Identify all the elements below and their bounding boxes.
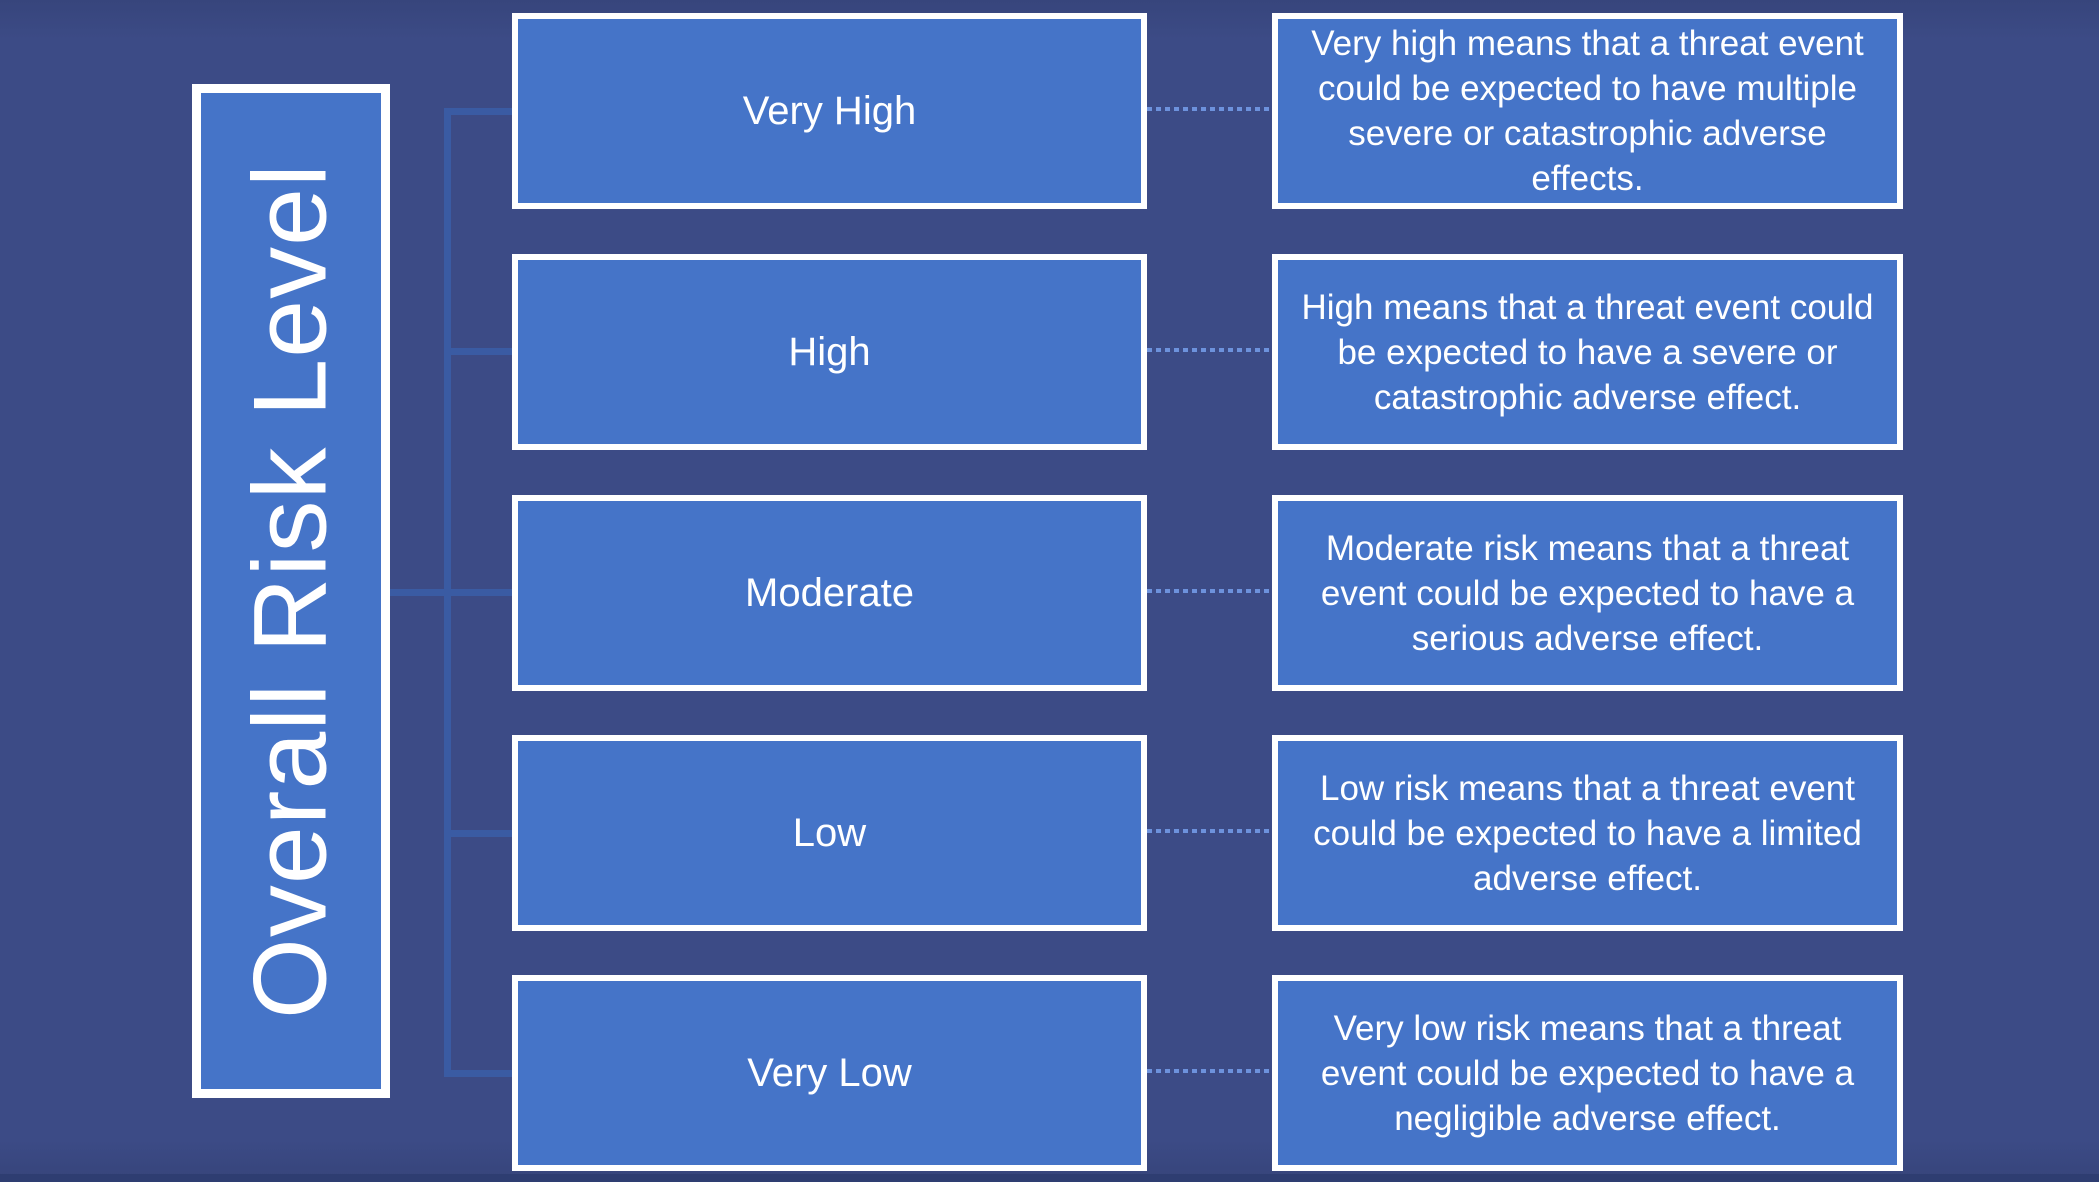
level-box-high: High [512, 254, 1147, 450]
connector-trunk-to-low [444, 830, 512, 837]
description-box-very-low: Very low risk means that a threat event … [1272, 975, 1903, 1171]
connector-level-to-description [1147, 829, 1272, 833]
connector-level-to-description [1147, 1069, 1272, 1073]
description-box-low: Low risk means that a threat event could… [1272, 735, 1903, 931]
risk-row-moderate: Moderate Moderate risk means that a thre… [0, 495, 2099, 691]
connector-trunk-to-very-low [444, 1070, 512, 1077]
description-text: High means that a threat event could be … [1301, 287, 1874, 417]
description-box-high: High means that a threat event could be … [1272, 254, 1903, 450]
level-label: Very High [742, 88, 917, 133]
risk-row-high: High High means that a threat event coul… [0, 254, 2099, 450]
connector-trunk-to-very-high [444, 108, 512, 115]
connector-title-to-trunk [388, 589, 444, 596]
connector-level-to-description [1147, 348, 1272, 352]
level-label: Moderate [745, 570, 914, 615]
description-box-very-high: Very high means that a threat event coul… [1272, 13, 1903, 209]
description-text: Moderate risk means that a threat event … [1320, 528, 1855, 658]
connector-level-to-description [1147, 107, 1272, 111]
description-text: Very high means that a threat event coul… [1311, 24, 1864, 198]
level-label: Low [792, 810, 867, 855]
connector-trunk-to-moderate [444, 589, 512, 596]
level-box-very-low: Very Low [512, 975, 1147, 1171]
level-box-moderate: Moderate [512, 495, 1147, 691]
level-label: High [788, 329, 871, 374]
slide-bottom-edge [0, 1174, 2099, 1182]
level-box-very-high: Very High [512, 13, 1147, 209]
overall-risk-level-box: Overall Risk Level [192, 84, 390, 1098]
description-text: Low risk means that a threat event could… [1313, 768, 1862, 898]
connector-trunk-to-high [444, 348, 512, 355]
level-label: Very Low [747, 1050, 912, 1095]
risk-row-very-high: Very High Very high means that a threat … [0, 13, 2099, 209]
description-box-moderate: Moderate risk means that a threat event … [1272, 495, 1903, 691]
connector-level-to-description [1147, 589, 1272, 593]
description-text: Very low risk means that a threat event … [1320, 1008, 1855, 1138]
risk-row-low: Low Low risk means that a threat event c… [0, 735, 2099, 931]
risk-row-very-low: Very Low Very low risk means that a thre… [0, 975, 2099, 1171]
level-box-low: Low [512, 735, 1147, 931]
